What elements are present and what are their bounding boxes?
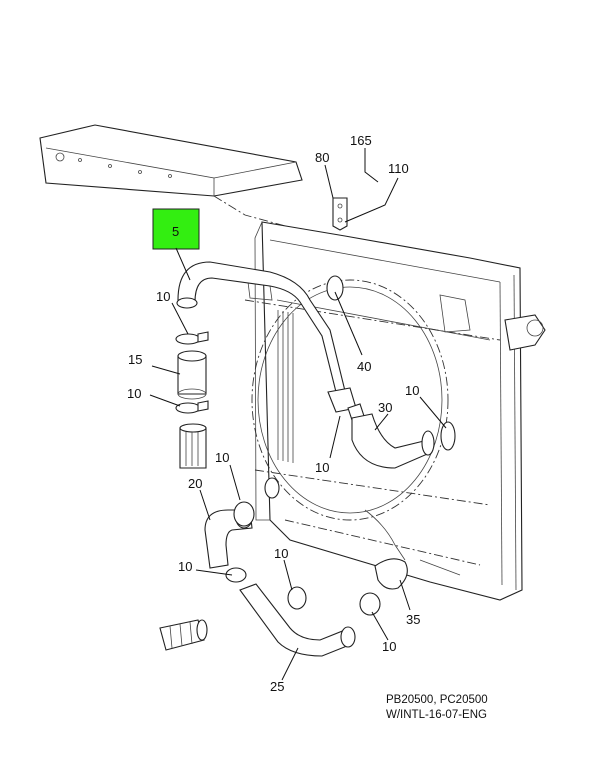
callout-35: 35 (406, 612, 420, 627)
callout-165: 165 (350, 133, 372, 148)
callout-110: 110 (388, 161, 409, 176)
callout-10-c: 10 (315, 460, 329, 475)
callout-10-g: 10 (274, 546, 288, 561)
hose-clamp-left-bottom (175, 400, 209, 414)
lower-radiator-hose (239, 583, 356, 657)
callout-30: 30 (378, 400, 392, 415)
callout-40: 40 (357, 359, 371, 374)
highlight-box (152, 208, 200, 250)
upper-radiator-hose (176, 261, 365, 421)
callout-10-d: 10 (405, 383, 419, 398)
hose-clamp-left-top (175, 331, 209, 345)
callout-10-a: 10 (156, 289, 170, 304)
radiator-assembly (244, 221, 546, 601)
caption-models: PB20500, PC20500 (386, 694, 488, 706)
hose-clamp-lower-left (225, 567, 247, 583)
tube-segment (177, 350, 207, 400)
callout-10-f: 10 (178, 559, 192, 574)
hose-clamp-upper (326, 275, 344, 301)
caption-engine: W/INTL-16-07-ENG (386, 709, 487, 721)
crossmember-bracket (39, 124, 303, 231)
outlet-elbow (374, 558, 408, 590)
hose-clamp-lower-right (359, 592, 381, 616)
mounting-bracket (332, 197, 348, 231)
bypass-hose (351, 413, 435, 469)
callout-25: 25 (270, 679, 284, 694)
sensor-fitting (159, 619, 208, 651)
callout-10-h: 10 (382, 639, 396, 654)
callout-80: 80 (315, 150, 329, 165)
hose-clamp-mid (264, 477, 280, 499)
hose-clamp-elbow (233, 501, 255, 527)
callout-10-b: 10 (127, 386, 141, 401)
hose-clamp-right (440, 421, 456, 451)
callout-10-e: 10 (215, 450, 229, 465)
leader-lines (149, 148, 447, 681)
hose-clamp-lower-mid (287, 586, 307, 610)
callout-15: 15 (128, 352, 142, 367)
callout-20: 20 (188, 476, 202, 491)
filter-element (179, 423, 207, 469)
callout-5: 5 (172, 224, 179, 239)
